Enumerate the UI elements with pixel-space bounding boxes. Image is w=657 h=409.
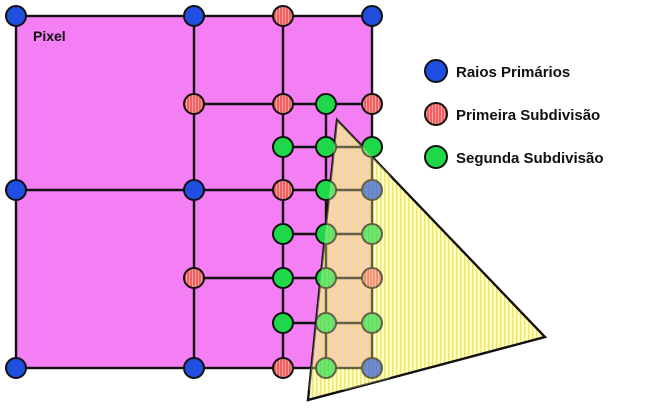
primary-ray-point <box>5 179 27 201</box>
first-subdivision-point <box>183 267 205 289</box>
first-subdivision-point <box>361 93 383 115</box>
first-subdivision-point <box>183 93 205 115</box>
red-circle-icon <box>424 102 448 126</box>
primary-ray-point <box>183 179 205 201</box>
second-subdivision-point <box>315 136 337 158</box>
second-subdivision-point <box>272 267 294 289</box>
primary-ray-point <box>5 357 27 379</box>
first-subdivision-point <box>272 93 294 115</box>
primary-ray-point <box>361 5 383 27</box>
legend-label-primary: Raios Primários <box>456 64 570 81</box>
legend-item-first-subdivision: Primeira Subdivisão <box>424 102 600 126</box>
first-subdivision-point <box>272 179 294 201</box>
green-circle-icon <box>424 145 448 169</box>
first-subdivision-point <box>272 5 294 27</box>
primary-ray-point <box>183 5 205 27</box>
second-subdivision-point <box>315 93 337 115</box>
legend-label-second-subdivision: Segunda Subdivisão <box>456 150 604 167</box>
legend-label-first-subdivision: Primeira Subdivisão <box>456 107 600 124</box>
first-subdivision-point <box>272 357 294 379</box>
legend-item-second-subdivision: Segunda Subdivisão <box>424 145 604 169</box>
legend-item-primary: Raios Primários <box>424 59 570 83</box>
legend: Raios Primários Primeira Subdivisão Segu… <box>424 59 604 169</box>
second-subdivision-point <box>272 136 294 158</box>
second-subdivision-point <box>272 223 294 245</box>
second-subdivision-point <box>272 312 294 334</box>
blue-circle-icon <box>424 59 448 83</box>
primary-ray-point <box>5 5 27 27</box>
pixel-label: Pixel <box>33 28 66 44</box>
primary-ray-point <box>183 357 205 379</box>
